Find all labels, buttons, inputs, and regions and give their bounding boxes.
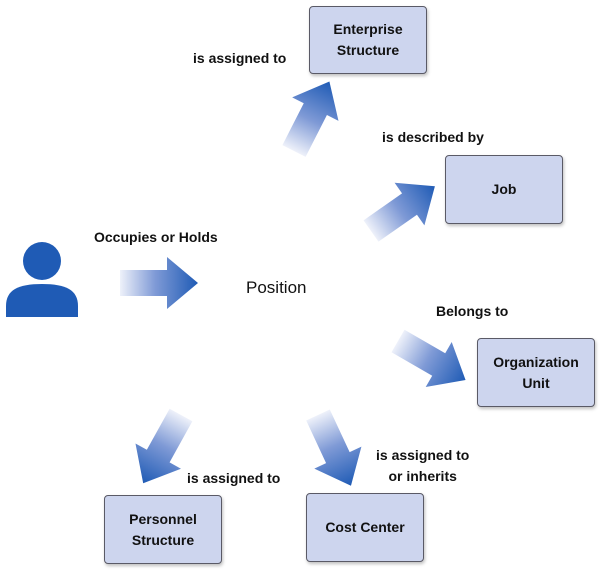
arrow-personnel — [135, 408, 193, 484]
cost-center-box: Cost Center — [306, 493, 424, 562]
enterprise-structure-box: Enterprise Structure — [309, 6, 427, 74]
arrow-job — [363, 182, 435, 242]
arrow-cost-center — [306, 409, 362, 486]
label-job: is described by — [382, 129, 484, 145]
position-label: Position — [246, 278, 307, 297]
personnel-structure-text: Personnel Structure — [129, 510, 197, 548]
arrow-occupies — [120, 257, 198, 309]
person-icon — [6, 242, 78, 317]
label-personnel: is assigned to — [187, 470, 281, 486]
organization-unit-text: Organization Unit — [493, 353, 579, 391]
enterprise-structure-text: Enterprise Structure — [333, 21, 403, 58]
job-box: Job — [445, 155, 563, 224]
label-occupies: Occupies or Holds — [94, 229, 218, 245]
organization-unit-box: Organization Unit — [477, 338, 595, 407]
cost-center-text: Cost Center — [325, 519, 405, 535]
label-cost-center: is assigned to or inherits — [376, 447, 470, 484]
arrow-org-unit — [391, 329, 466, 388]
job-text: Job — [491, 181, 517, 197]
arrow-enterprise — [282, 81, 339, 157]
personnel-structure-box: Personnel Structure — [104, 495, 222, 564]
label-enterprise: is assigned to — [193, 50, 287, 66]
label-org-unit: Belongs to — [436, 303, 509, 319]
